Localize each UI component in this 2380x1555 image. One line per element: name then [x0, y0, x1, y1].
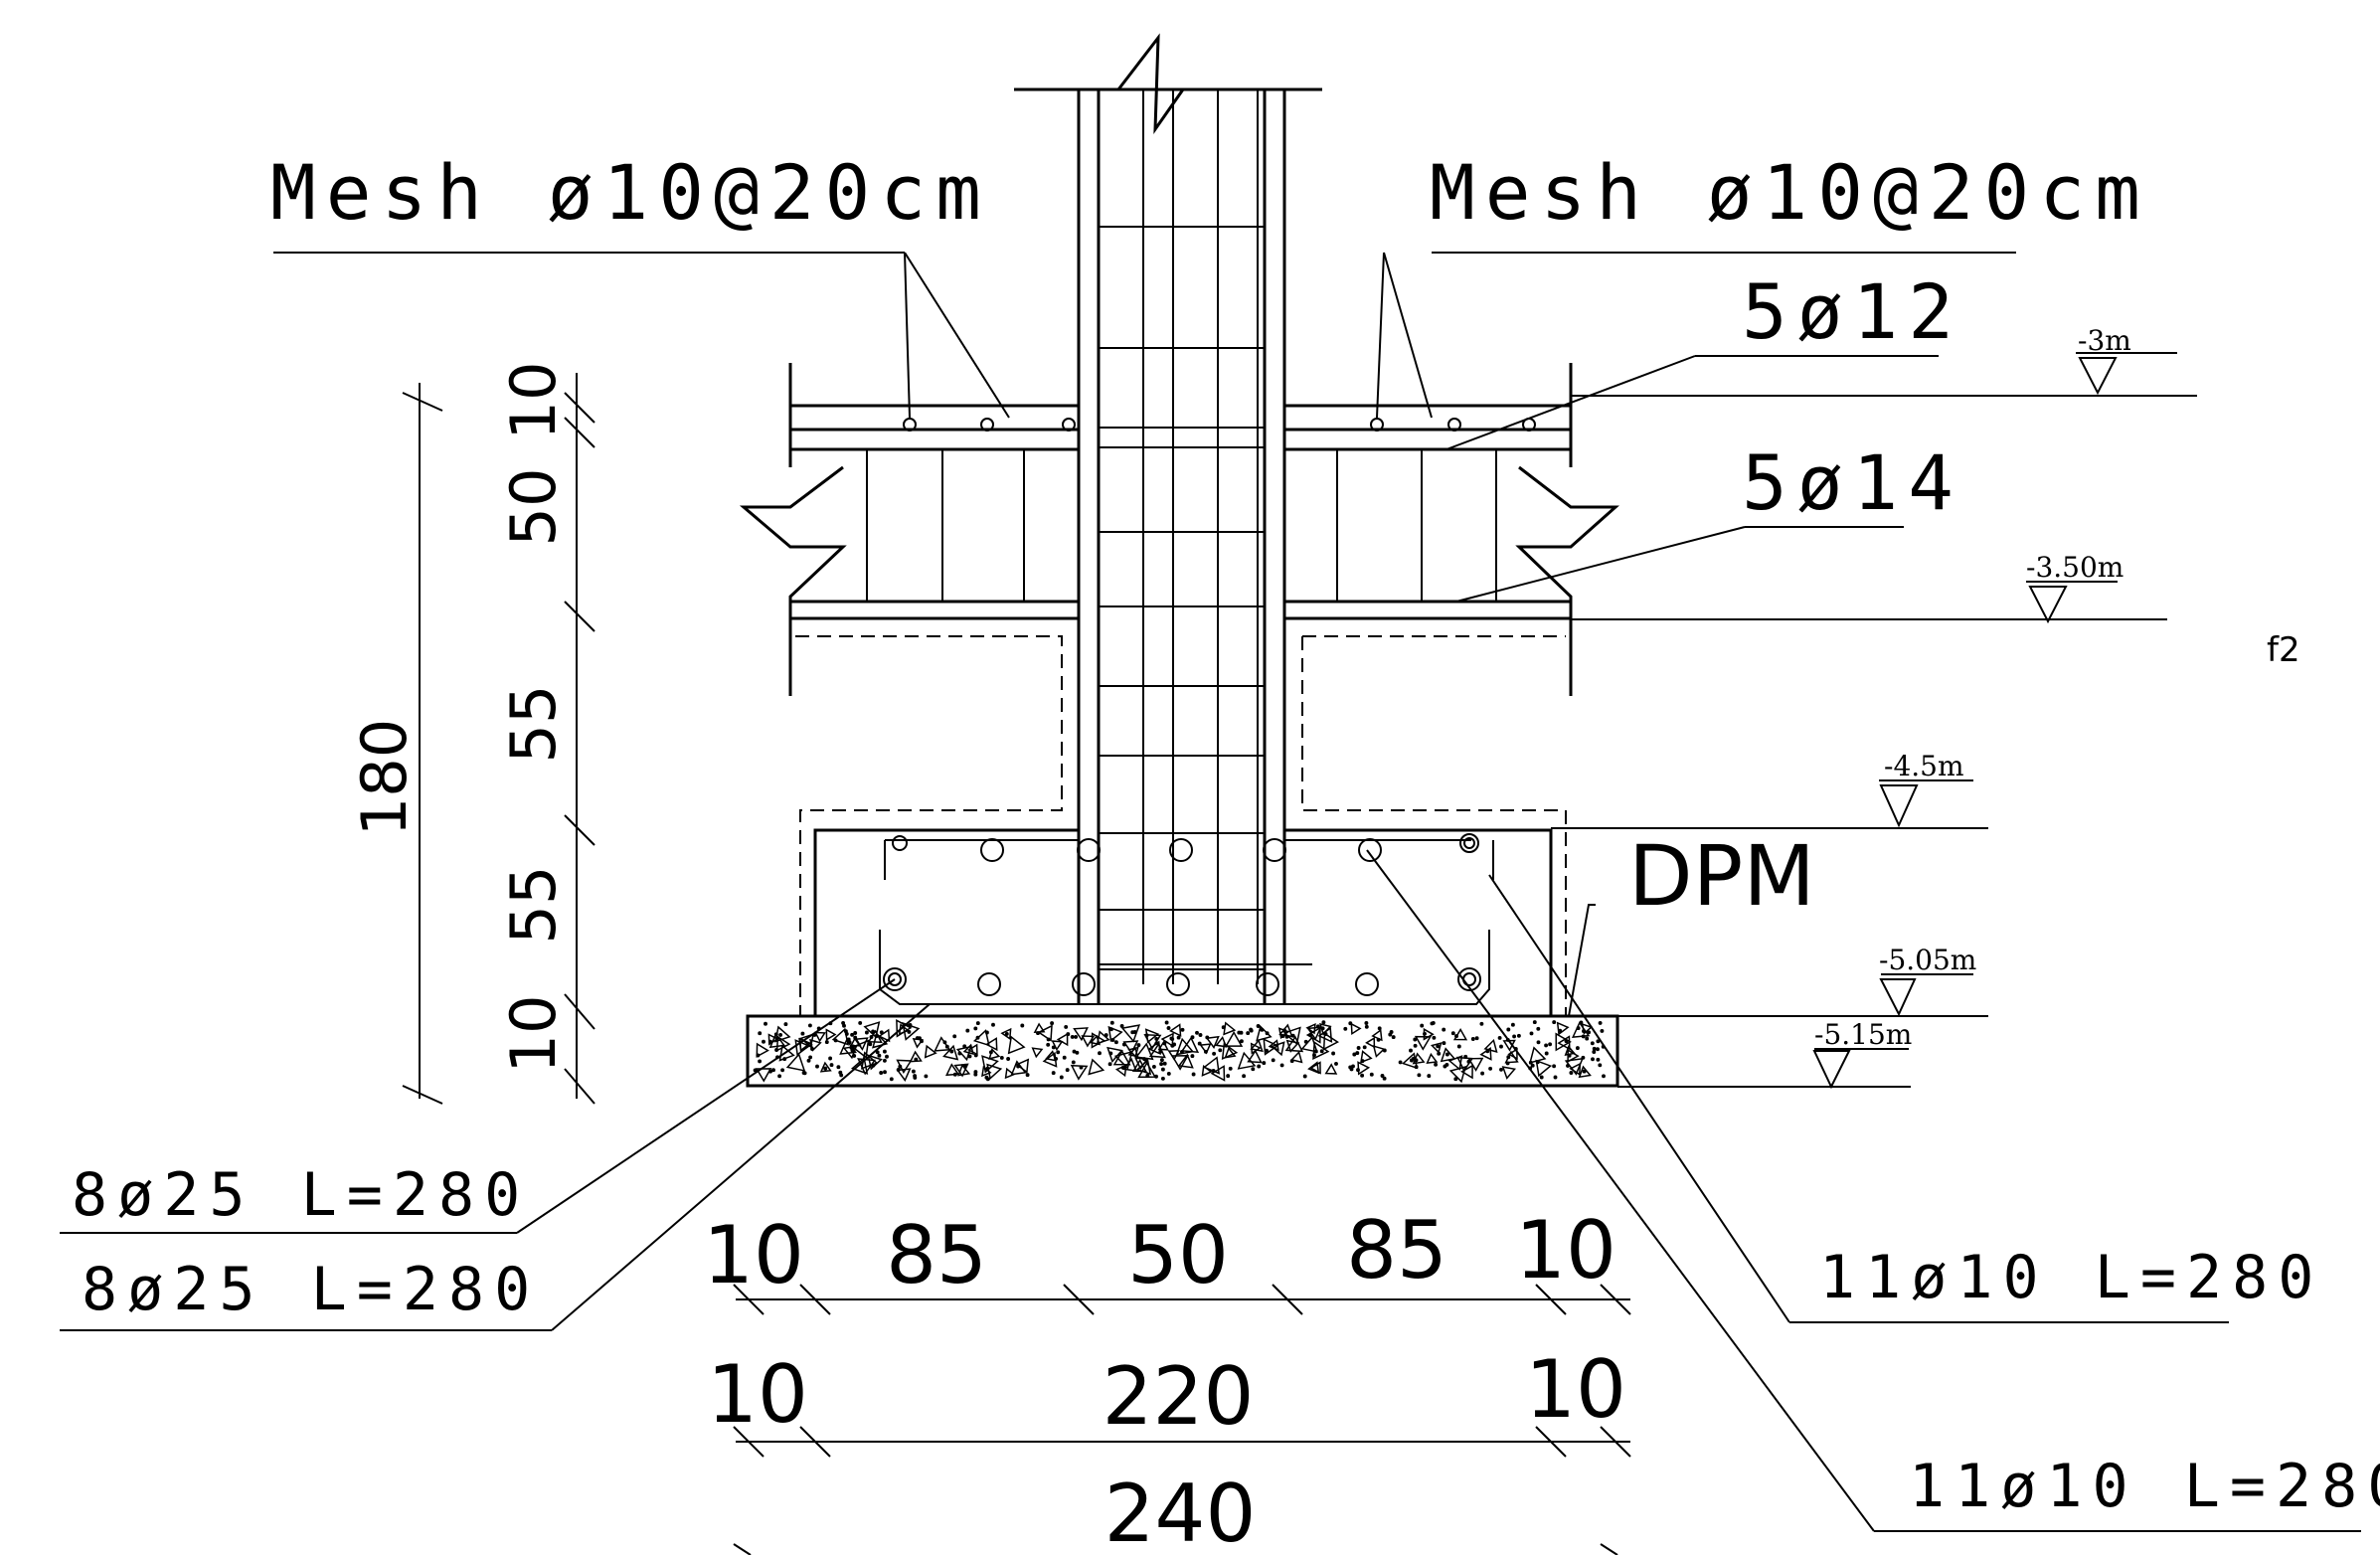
annotations: Mesh ø10@20cm Mesh ø10@20cm 5ø12 5ø14 DP… [72, 148, 2380, 1521]
dim-v-1: 10 [497, 362, 570, 440]
footing-bars [883, 833, 1481, 996]
vertical-dim-labels: 180 10 50 55 55 10 [348, 362, 570, 1074]
dim-h2-2: 220 [1103, 1350, 1255, 1443]
footing [800, 828, 1566, 1018]
dim-v-4: 55 [497, 866, 570, 945]
dim-h2-1: 10 [707, 1348, 808, 1441]
dim-v-2: 50 [497, 468, 570, 547]
level-label-1: -3m [2078, 324, 2131, 357]
dim-v-5: 10 [497, 995, 570, 1074]
level-label-2: -3.50m [2026, 551, 2124, 584]
dim-v-3: 55 [497, 685, 570, 764]
dim-h1-2: 85 [886, 1209, 987, 1301]
level-label-4: -5.05m [1879, 944, 1976, 976]
tie-beam [739, 363, 1619, 833]
dim-h1-4: 85 [1346, 1204, 1447, 1296]
bar-label-5o14: 5ø14 [1742, 438, 1963, 527]
leader-lines [60, 252, 2361, 1532]
dim-h1-3: 50 [1127, 1209, 1229, 1301]
dim-v-total: 180 [348, 719, 421, 836]
bar-label-8o25-b: 8ø25 L=280 [82, 1255, 540, 1324]
level-labels: -3m -3.50m -4.5m -5.05m -5.15m [1814, 324, 2131, 1051]
dashed-outline [795, 635, 1567, 1016]
vertical-dimensions [402, 373, 595, 1105]
level-label-5: -5.15m [1814, 1018, 1912, 1051]
horizontal-dim-labels: 10 85 50 85 10 10 220 10 240 [703, 1204, 1626, 1555]
mesh-label-right: Mesh ø10@20cm [1430, 148, 2150, 237]
dim-h1-1: 10 [703, 1209, 804, 1301]
bar-label-11o10-a: 11ø10 L=280 [1819, 1243, 2323, 1312]
mesh-label-left: Mesh ø10@20cm [270, 148, 991, 237]
bar-label-5o12: 5ø12 [1742, 267, 1963, 356]
horizontal-dimensions [733, 1284, 1631, 1555]
blinding-concrete [746, 1014, 1619, 1088]
column [1014, 33, 1322, 1004]
bar-label-8o25-a: 8ø25 L=280 [72, 1160, 530, 1230]
level-label-3: -4.5m [1884, 750, 1964, 782]
dim-h2-3: 10 [1525, 1343, 1626, 1436]
sheet-tag: f2 [2267, 630, 2300, 670]
dim-h1-5: 10 [1515, 1204, 1616, 1296]
level-lines [1551, 352, 2197, 1090]
bar-label-11o10-b: 11ø10 L=280 [1909, 1452, 2380, 1521]
dim-h3-1: 240 [1105, 1468, 1257, 1555]
dpm-label: DPM [1628, 827, 1815, 925]
